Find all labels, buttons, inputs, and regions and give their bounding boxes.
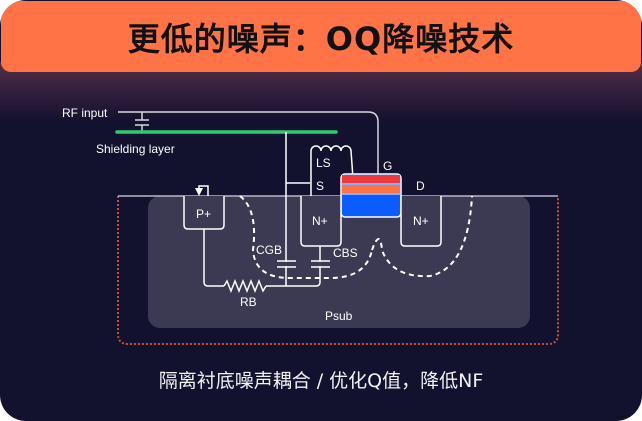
gate-stack: [340, 173, 402, 218]
n-plus-drain-label: N+: [413, 214, 429, 228]
ls-label: LS: [316, 156, 331, 170]
shield-capacitor: [135, 112, 149, 132]
rb-label: RB: [240, 295, 257, 309]
p-plus-label: P+: [196, 207, 211, 221]
n-plus-source-well: [300, 196, 342, 247]
capacitor-cbs: [311, 260, 330, 268]
isolation-boundary: [117, 196, 559, 345]
rf-input-wire: [118, 111, 379, 176]
n-plus-drain-well: [400, 196, 442, 247]
resistor-rb: [223, 278, 267, 294]
depletion-boundary-left: [239, 195, 373, 279]
cgb-label: CGB: [256, 243, 282, 257]
drain-label: D: [416, 179, 425, 193]
inductor-ls: [310, 145, 354, 196]
depletion-boundary-right: [371, 195, 473, 278]
header-banner: 更低的噪声：OQ降噪技术: [1, 1, 641, 72]
p-plus-arrow-icon: [195, 188, 203, 196]
gate-label: G: [383, 159, 392, 173]
page-title: 更低的噪声：OQ降噪技术: [127, 19, 515, 58]
ground-bus: [266, 246, 321, 287]
shielding-layer-label: Shielding layer: [96, 142, 175, 156]
source-label: S: [316, 179, 324, 193]
cbs-label: CBS: [333, 246, 358, 260]
n-plus-source-label: N+: [312, 214, 328, 228]
psub-label: Psub: [325, 309, 353, 323]
rf-input-label: RF input: [62, 106, 108, 120]
caption: 隔离衬底噪声耦合 / 优化Q值，降低NF: [158, 370, 484, 392]
capacitor-cgb: [277, 260, 296, 268]
body-wire: [203, 229, 224, 287]
